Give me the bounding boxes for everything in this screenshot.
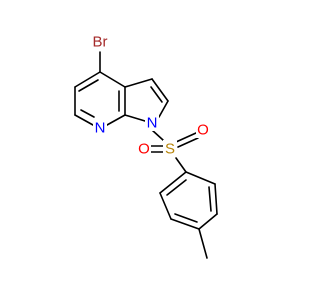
atom-labels: Br N N S O O <box>88 33 210 158</box>
bond-c3a-c4 <box>99 71 126 88</box>
bonds <box>74 51 218 259</box>
oxygen-atom-label-right: O <box>197 122 209 139</box>
bond-c1p-c2p <box>185 171 216 185</box>
bond-c2p-c3p-inner <box>208 186 212 212</box>
sulfur-atom-label: S <box>165 141 175 158</box>
bond-c3p-c4p <box>198 213 218 230</box>
bond-c3a-c3 <box>124 78 153 88</box>
molecule-diagram: Br N N S O O <box>74 33 218 259</box>
bond-c6-n7-inner <box>80 109 95 118</box>
bond-c5p-c6p <box>159 192 172 220</box>
bond-c4p-c5p <box>170 218 200 230</box>
bond-c2p-c3p <box>214 183 218 215</box>
bond-c6p-c1p <box>159 171 187 194</box>
bromine-atom-label: Br <box>93 34 108 51</box>
bond-c3-c2 <box>151 78 169 102</box>
bond-c3-c2-inner <box>150 86 163 103</box>
bond-c4-c5 <box>74 71 101 88</box>
oxygen-atom-label-left: O <box>138 141 150 158</box>
bond-s-o-right <box>175 132 197 143</box>
bond-c4-c5-inner <box>78 79 99 92</box>
bond-c2-n1 <box>158 100 169 118</box>
bond-n7-c7a <box>106 114 126 126</box>
bond-n1-c7a <box>124 114 146 122</box>
pyrrole-nitrogen-label: N <box>147 115 158 132</box>
bond-s-c1p <box>175 157 187 173</box>
bond-n1-s <box>151 129 164 141</box>
pyridine-nitrogen-label: N <box>95 120 106 137</box>
bond-c4p-methyl <box>198 228 208 259</box>
bond-c6-n7 <box>74 114 94 126</box>
bond-c6p-c1p-inner <box>166 179 187 196</box>
bond-s-o-right-2 <box>177 137 199 148</box>
bond-c4p-c5p-inner <box>174 213 198 223</box>
